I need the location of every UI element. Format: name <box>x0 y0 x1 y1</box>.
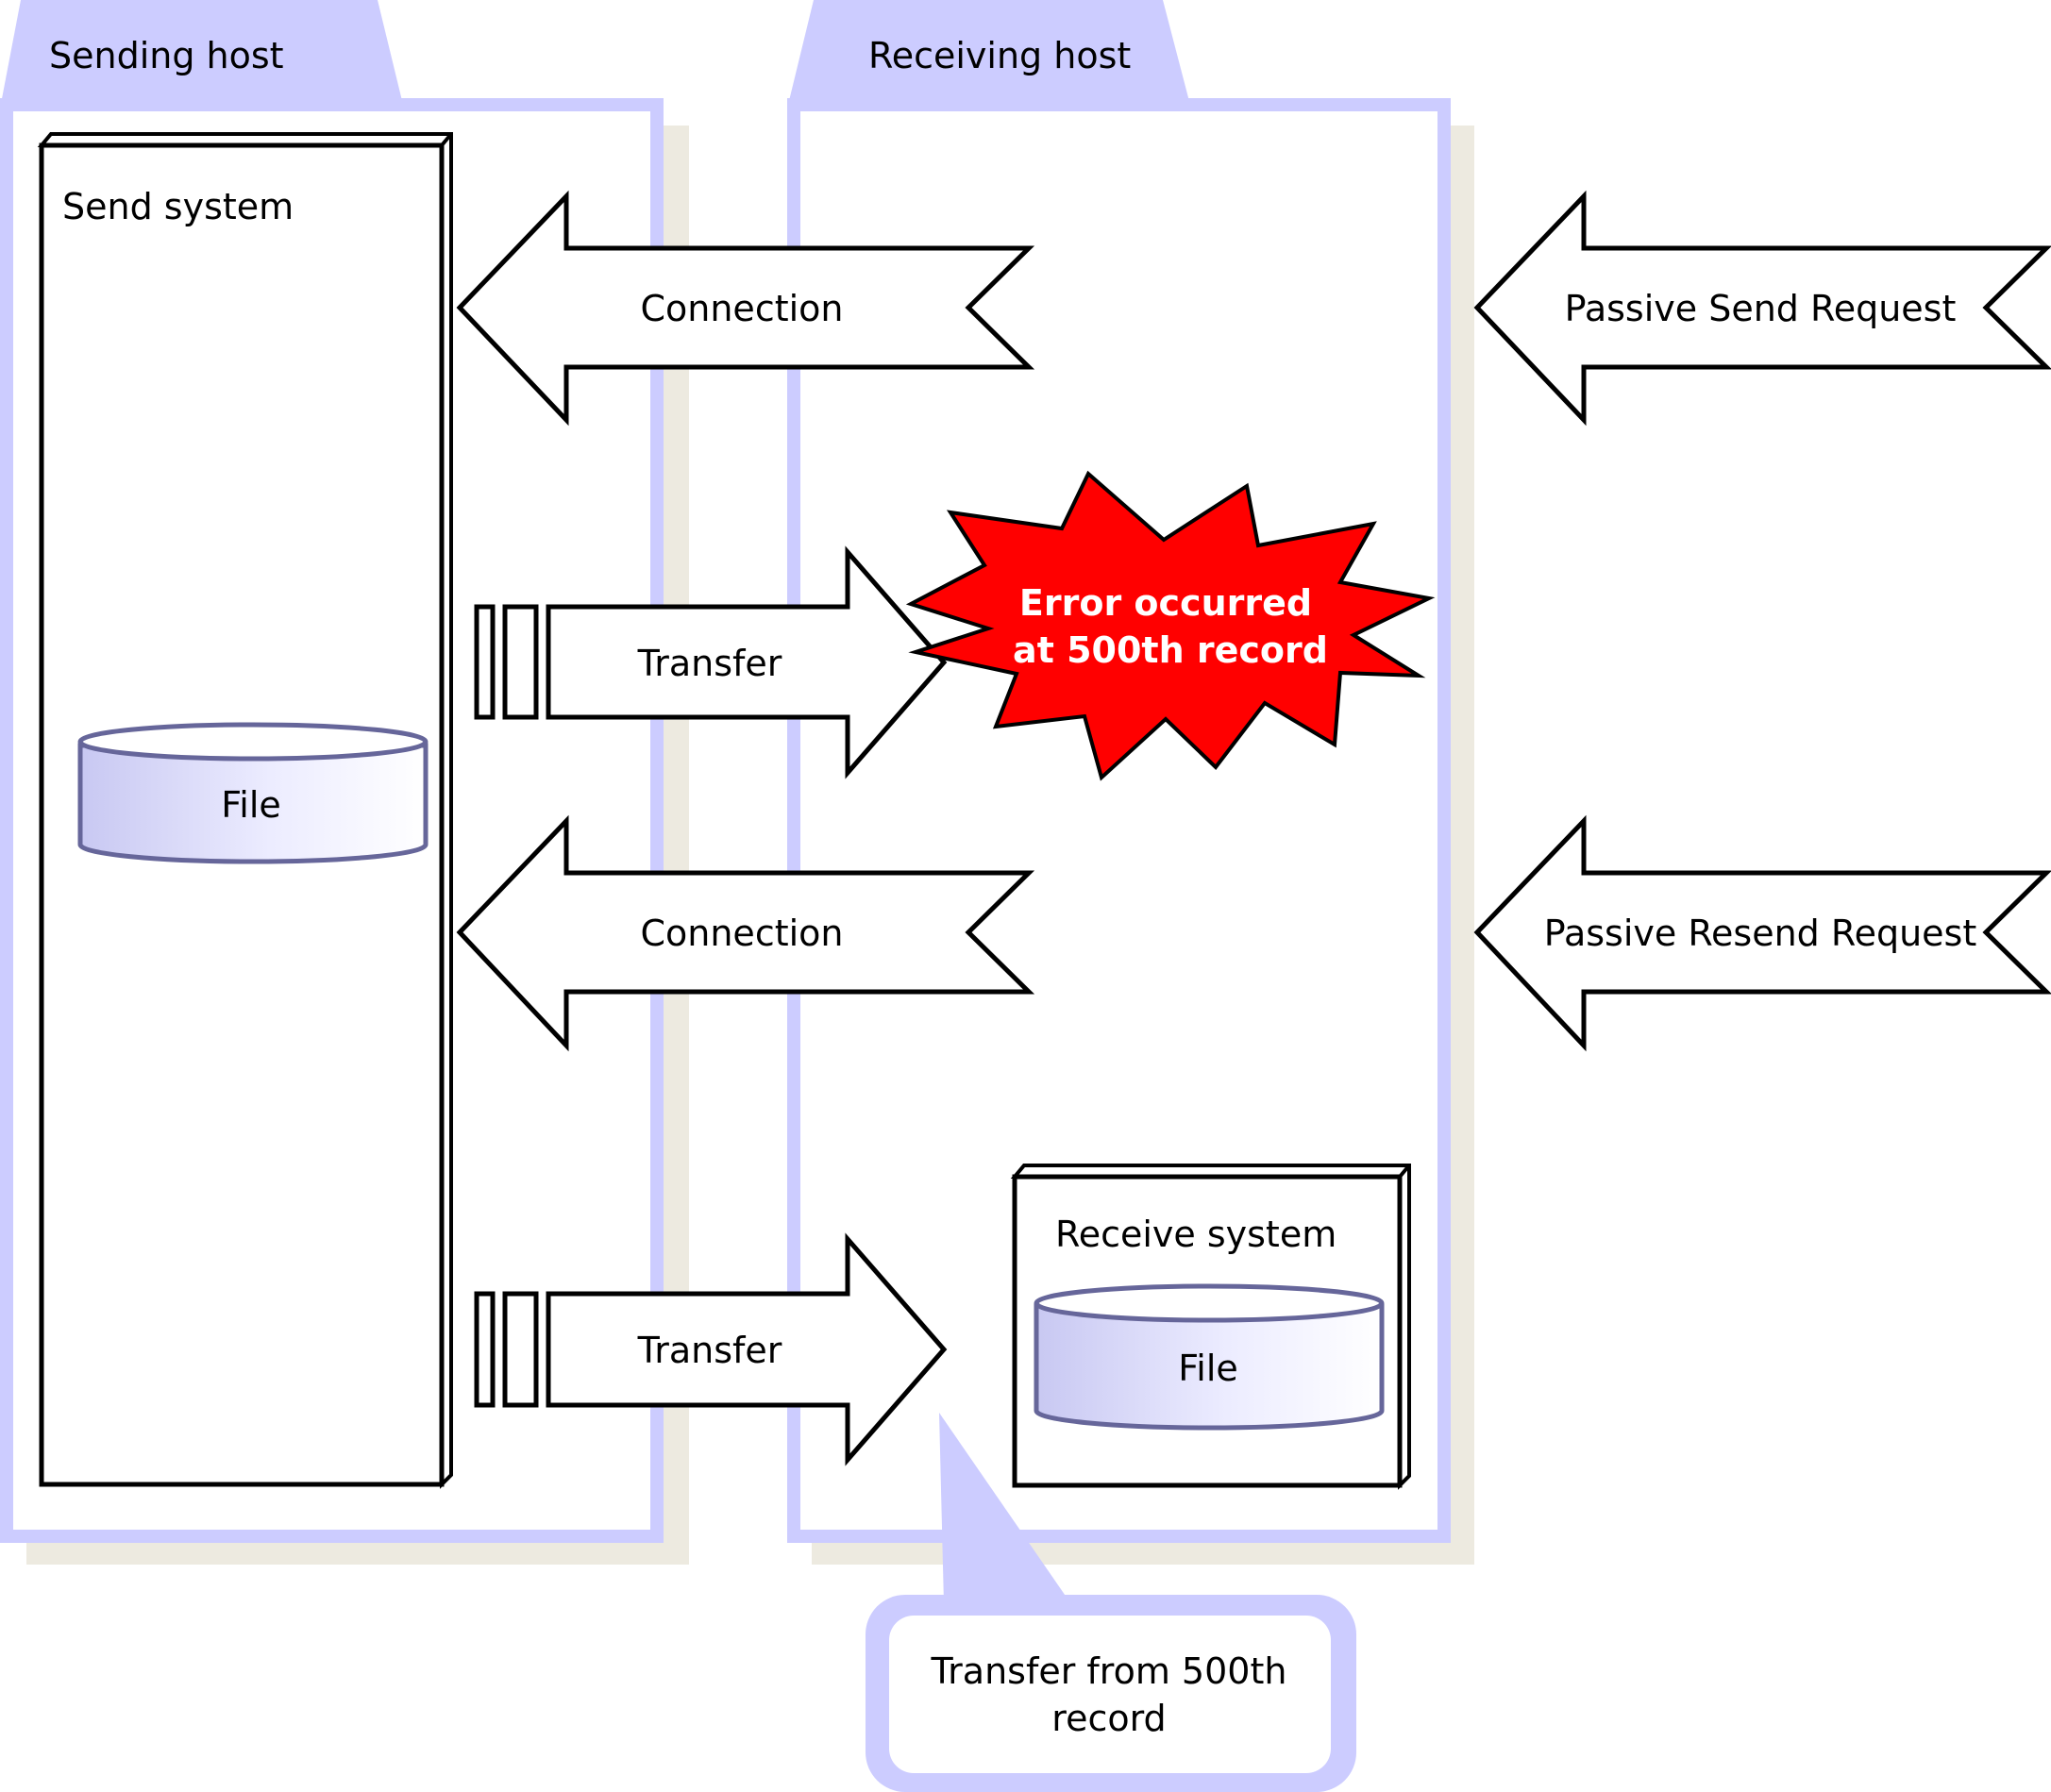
transfer-arrow-1: Transfer <box>474 545 948 779</box>
connection-arrow-2: Connection <box>456 814 1035 1052</box>
passive-send-request-arrow: Passive Send Request <box>1473 190 2051 427</box>
callout-line2: record <box>1051 1698 1166 1739</box>
receiving-host-tab <box>787 0 1191 109</box>
connection-arrow-1-label: Connection <box>640 288 843 329</box>
send-system-label: Send system <box>62 186 294 227</box>
resume-callout: Transfer from 500th record <box>866 1413 1356 1792</box>
receive-system-label: Receive system <box>1055 1214 1337 1255</box>
connection-arrow-1: Connection <box>456 190 1035 427</box>
passive-resend-request-arrow: Passive Resend Request <box>1473 814 2051 1052</box>
receiving-host-title: Receiving host <box>868 35 1131 76</box>
callout-pointer <box>939 1413 1071 1604</box>
sending-file-label: File <box>221 784 281 826</box>
transfer-arrow-1-label: Transfer <box>637 643 782 684</box>
receiving-file-label: File <box>1178 1348 1238 1389</box>
sending-host-title: Sending host <box>49 35 284 76</box>
error-burst-star <box>905 470 1436 781</box>
error-burst-line1: Error occurred <box>1019 582 1312 624</box>
passive-resend-request-label: Passive Resend Request <box>1544 913 1977 954</box>
transfer-arrow-2: Transfer <box>474 1232 948 1466</box>
passive-send-request-label: Passive Send Request <box>1565 288 1957 329</box>
connection-arrow-2-label: Connection <box>640 913 843 954</box>
sending-file-cylinder: File <box>77 722 429 864</box>
callout-line1: Transfer from 500th <box>931 1650 1287 1692</box>
receiving-file-cylinder: File <box>1034 1283 1385 1431</box>
error-burst: Error occurred at 500th record <box>905 470 1436 781</box>
sending-host-tab <box>0 0 404 109</box>
error-burst-line2: at 500th record <box>1013 629 1328 671</box>
transfer-arrow-2-label: Transfer <box>637 1330 782 1371</box>
